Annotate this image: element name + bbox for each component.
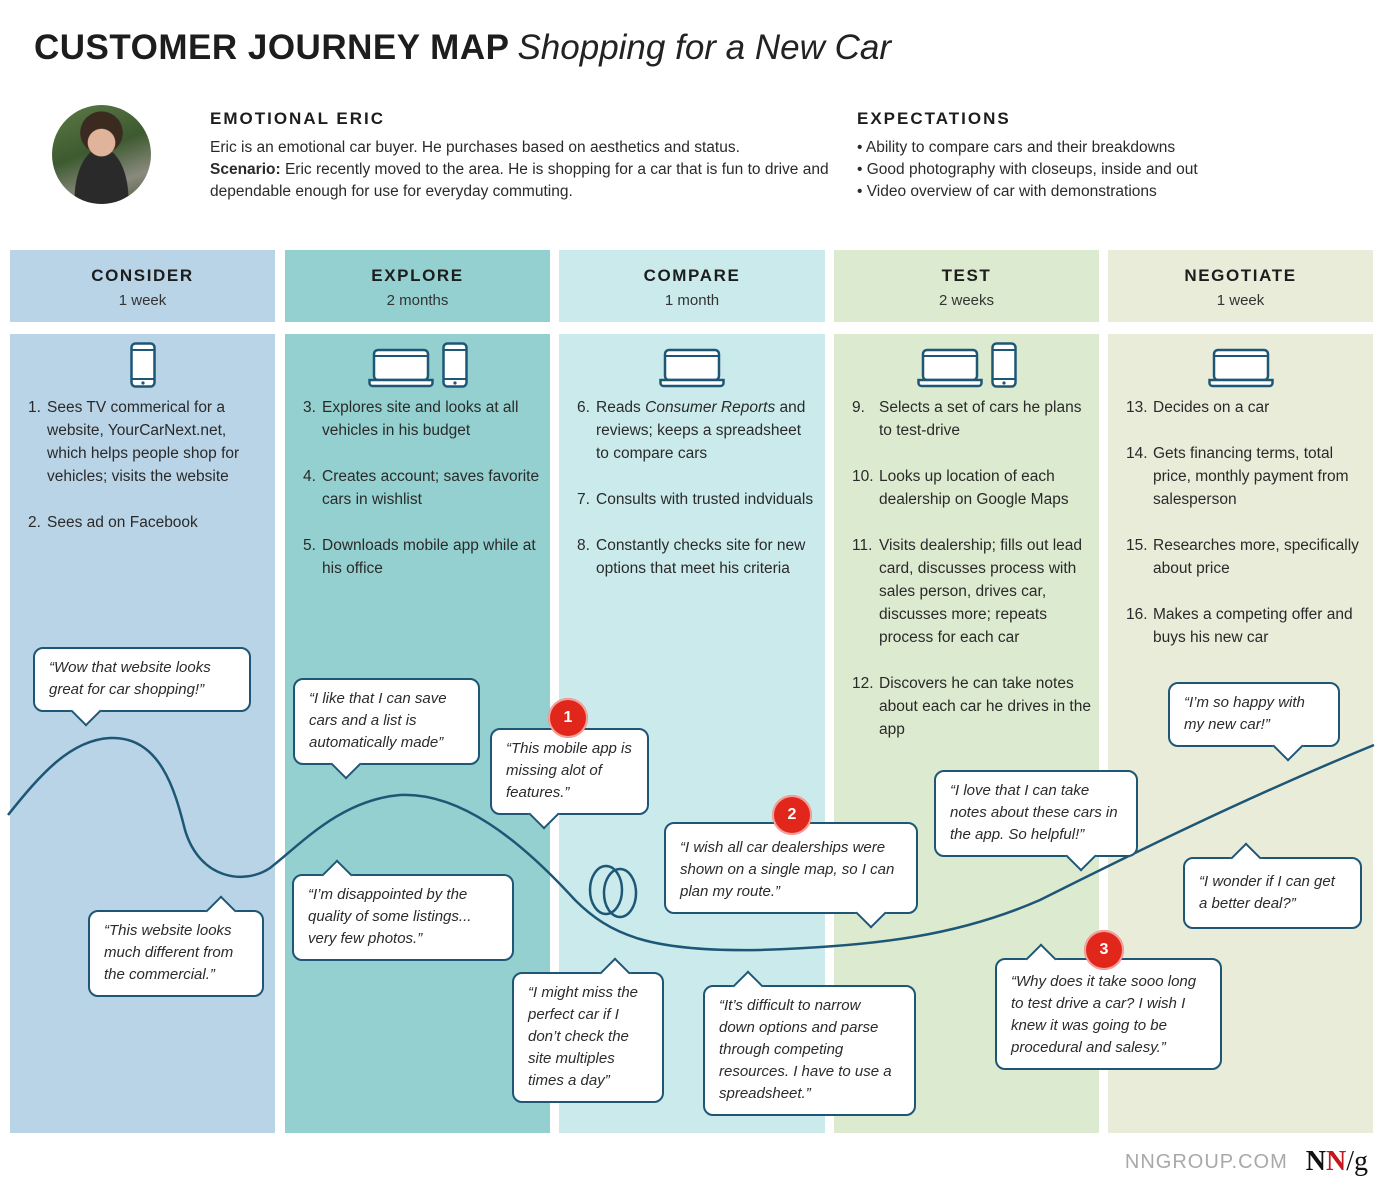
step-item: 10.Looks up location of each dealership … — [852, 468, 1069, 508]
laptop-icon — [367, 348, 434, 388]
step-item: 14.Gets financing terms, total price, mo… — [1126, 445, 1349, 508]
phase-header-negotiate: NEGOTIATE 1 week — [1108, 250, 1373, 322]
phase-name: NEGOTIATE — [1184, 266, 1297, 285]
quote-bubble: “I might miss the perfect car if I don’t… — [512, 957, 664, 1103]
phase-body-consider: 1.Sees TV commerical for a website, Your… — [10, 334, 275, 1133]
persona-avatar — [52, 105, 151, 204]
expectation-item: Ability to compare cars and their breakd… — [857, 137, 1357, 159]
steps-list: 3.Explores site and looks at all vehicle… — [303, 396, 542, 603]
step-item: 6.Reads Consumer Reports and reviews; ke… — [577, 399, 806, 462]
device-icons — [559, 342, 825, 388]
laptop-icon — [1207, 348, 1274, 388]
phase-name: CONSIDER — [91, 266, 194, 285]
step-item: 3.Explores site and looks at all vehicle… — [303, 399, 519, 439]
step-item: 16.Makes a competing offer and buys his … — [1126, 606, 1353, 646]
device-icons — [10, 342, 275, 388]
title-main: CUSTOMER JOURNEY MAP — [34, 28, 510, 67]
step-item: 15.Researches more, specifically about p… — [1126, 537, 1359, 577]
footer: NNGROUP.COM NN/g — [1125, 1146, 1368, 1178]
laptop-icon — [659, 348, 725, 388]
pain-point-badge: 1 — [548, 698, 588, 738]
expectations-title: EXPECTATIONS — [857, 109, 1011, 128]
steps-list: 6.Reads Consumer Reports and reviews; ke… — [577, 396, 817, 603]
persona-description: Eric is an emotional car buyer. He purch… — [210, 139, 829, 200]
expectation-item: Video overview of car with demonstration… — [857, 181, 1357, 203]
phase-duration: 2 weeks — [938, 292, 995, 309]
phase-duration: 1 week — [118, 292, 167, 309]
phase-header-explore: EXPLORE 2 months — [285, 250, 550, 322]
step-item: 2.Sees ad on Facebook — [28, 514, 198, 531]
expectation-item: Good photography with closeups, inside a… — [857, 159, 1357, 181]
phase-header-consider: CONSIDER 1 week — [10, 250, 275, 322]
device-icons — [1108, 342, 1373, 388]
step-item: 12.Discovers he can take notes about eac… — [852, 675, 1091, 738]
quote-bubble: “This mobile app is missing alot of feat… — [490, 728, 649, 830]
phase-body-test: 9.Selects a set of cars he plans to test… — [834, 334, 1099, 1133]
persona-name: EMOTIONAL ERIC — [210, 109, 386, 128]
step-item: 13.Decides on a car — [1126, 399, 1270, 416]
phase-duration: 1 week — [1216, 292, 1265, 309]
laptop-icon — [916, 348, 983, 388]
site-name: NNGROUP.COM — [1124, 1150, 1288, 1173]
quote-bubble: “I’m so happy with my new car!” — [1168, 682, 1340, 762]
scenario-text: Eric recently moved to the area. He is s… — [210, 161, 829, 200]
expectations-section: EXPECTATIONS Ability to compare cars and… — [857, 108, 1357, 203]
step-item: 11.Visits dealership; fills out lead car… — [852, 537, 1083, 646]
quote-bubble: “This website looks much different from … — [88, 895, 264, 997]
step-item: 7.Consults with trusted indviduals — [577, 491, 814, 508]
quote-bubble: “I’m disappointed by the quality of some… — [292, 859, 514, 961]
phone-icon — [990, 342, 1017, 388]
steps-list: 13.Decides on a car 14.Gets financing te… — [1126, 396, 1365, 672]
steps-list: 1.Sees TV commerical for a website, Your… — [28, 396, 267, 557]
step-item: 4.Creates account; saves favorite cars i… — [303, 468, 540, 508]
quote-bubble: “I wonder if I can get a better deal?” — [1183, 842, 1362, 929]
quote-bubble: “I love that I can take notes about thes… — [934, 770, 1138, 872]
quote-bubble: “Wow that website looks great for car sh… — [33, 647, 251, 727]
phase-header-test: TEST 2 weeks — [834, 250, 1099, 322]
quote-bubble: “I like that I can save cars and a list … — [293, 678, 480, 780]
device-icons — [834, 342, 1099, 388]
pain-point-badge: 3 — [1084, 930, 1124, 970]
phase-name: TEST — [941, 266, 992, 285]
nng-logo: NN/g — [1305, 1146, 1368, 1177]
phase-name: EXPLORE — [371, 266, 464, 285]
step-item: 8.Constantly checks site for new options… — [577, 537, 806, 577]
steps-list: 9.Selects a set of cars he plans to test… — [852, 396, 1091, 764]
quote-bubble: “It’s difficult to narrow down options a… — [703, 970, 916, 1116]
scenario-label: Scenario: — [210, 161, 281, 178]
step-item: 1.Sees TV commerical for a website, Your… — [28, 399, 240, 485]
phase-name: COMPARE — [643, 266, 741, 285]
step-item: 5.Downloads mobile app while at his offi… — [303, 537, 536, 577]
phase-duration: 1 month — [664, 292, 720, 309]
persona-section: EMOTIONAL ERIC Eric is an emotional car … — [210, 108, 830, 203]
phone-icon — [441, 342, 468, 388]
quote-bubble: “Why does it take sooo long to test driv… — [995, 943, 1222, 1070]
phase-duration: 2 months — [386, 292, 449, 309]
quote-bubble: “I wish all car dealerships were shown o… — [664, 822, 918, 929]
phone-icon — [129, 342, 156, 388]
title-subtitle: Shopping for a New Car — [517, 28, 891, 67]
phase-header-compare: COMPARE 1 month — [559, 250, 825, 322]
pain-point-badge: 2 — [772, 795, 812, 835]
device-icons — [285, 342, 550, 388]
step-item: 9.Selects a set of cars he plans to test… — [852, 399, 1082, 439]
